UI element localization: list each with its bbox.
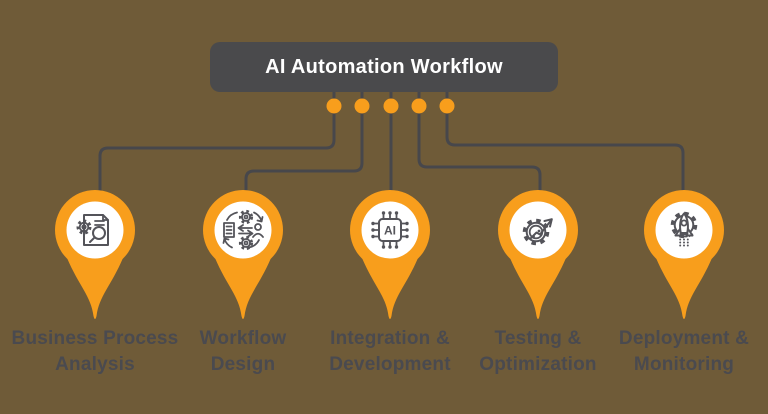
stage-integration-development: AI Integration & Development	[329, 184, 451, 375]
person-icon	[252, 223, 264, 238]
map-pin: AI	[350, 190, 430, 319]
workflow-dot	[439, 98, 455, 114]
chip-label: AI	[384, 224, 396, 238]
document-analysis-icon	[76, 214, 109, 246]
arrow-right	[238, 229, 254, 238]
curve-arrow	[222, 237, 233, 249]
connector-line-2	[244, 92, 364, 200]
arrow-left	[237, 224, 253, 232]
stage-deployment-monitoring: Deployment & Monitoring	[619, 184, 749, 375]
diagram-title: AI Automation Workflow	[265, 55, 503, 78]
stage-label: Testing & Optimization	[479, 328, 597, 376]
gear-growth-arrow-icon	[522, 218, 553, 246]
map-pin	[55, 190, 135, 319]
stage-label: Workflow Design	[199, 328, 287, 376]
curve-arrow	[226, 211, 238, 221]
map-pin	[644, 190, 724, 319]
workflow-cycle-icon	[222, 209, 264, 251]
connector-line-1	[98, 92, 336, 200]
magnifier-icon	[89, 226, 106, 243]
workflow-dot	[354, 98, 370, 114]
curve-arrow	[253, 211, 264, 223]
connector-line-5	[445, 92, 685, 200]
stage-business-process-analysis: Business Process Analysis	[12, 184, 178, 375]
rocket-icon	[674, 212, 694, 247]
gear-icon	[76, 219, 92, 235]
exhaust-dots	[679, 238, 689, 247]
stage-label: Integration & Development	[329, 328, 451, 376]
stage-workflow-design: Workflow Design	[191, 184, 295, 375]
workflow-dot	[411, 98, 427, 114]
stage-label: Deployment & Monitoring	[618, 328, 750, 376]
gear-icon	[238, 209, 254, 225]
workflow-dot	[383, 98, 399, 114]
ai-chip-icon: AI	[371, 211, 409, 249]
document-icon	[223, 222, 235, 238]
map-pin	[498, 190, 578, 319]
gear-icon	[238, 235, 254, 251]
connector-line-4	[417, 92, 542, 200]
curve-arrow	[248, 239, 260, 249]
workflow-dot	[326, 98, 342, 114]
header-box: AI Automation Workflow	[210, 42, 558, 92]
stage-testing-optimization: Testing & Optimization	[479, 184, 597, 375]
growth-arrow	[529, 218, 553, 240]
stage-label: Business Process Analysis	[11, 328, 179, 376]
map-pin	[203, 190, 283, 319]
